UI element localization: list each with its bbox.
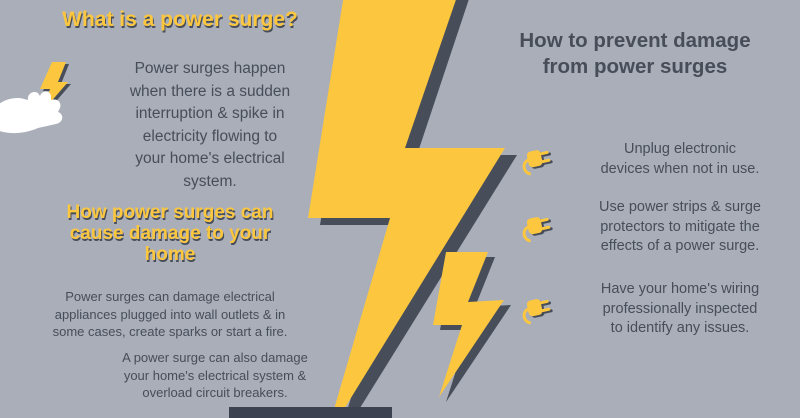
right-title: How to prevent damage from power surges [519,29,751,78]
hand-catching-bolt-icon [0,52,95,162]
prevent-item-1: Unplug electronic devices when not in us… [520,140,796,179]
left-title: What is a power surge? [62,8,298,31]
big-bolt-icon [308,0,505,418]
plug-icon [517,138,560,181]
prevent-item-2: Use power strips & surge protectors to m… [520,198,796,257]
damage-title: How power surges can cause damage to you… [66,202,274,265]
damage-paragraph-1: Power surges can damage electrical appli… [52,289,288,339]
plug-icon [517,206,560,249]
damage-paragraph-2: A power surge can also damage your home'… [122,350,308,400]
prevent-item-text: Use power strips & surge protectors to m… [599,199,761,254]
hand-shape [0,91,63,133]
prevent-item-3: Have your home's wiring professionally i… [520,280,796,339]
plug-icon [517,288,560,331]
intro-paragraph: Power surges happen when there is a sudd… [129,60,291,190]
small-bolt-icon [433,252,504,397]
footer-bar [229,407,392,418]
prevent-item-text: Have your home's wiring professionally i… [600,281,760,336]
prevent-item-text: Unplug electronic devices when not in us… [600,141,760,177]
